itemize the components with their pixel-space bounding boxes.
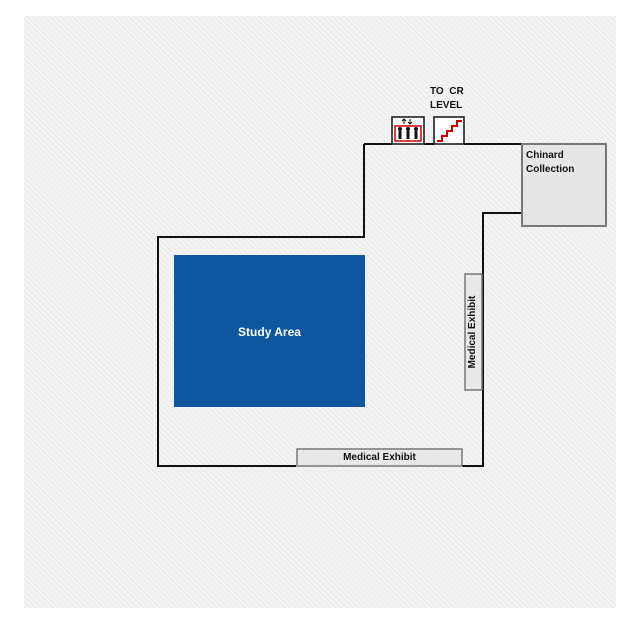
medical-exhibit-vertical-label: Medical Exhibit [467,295,478,369]
medical-exhibit-vertical[interactable] [464,273,483,391]
chinard-label-line1: Chinard [526,150,564,161]
stairs-label-line1: TO CR [430,86,464,97]
medical-exhibit-horizontal[interactable] [296,448,463,467]
stairs-label-line2: LEVEL [430,100,463,111]
stairs-destination-label: TO CR LEVEL [430,85,464,113]
stairs-icon[interactable] [433,116,465,145]
chinard-collection-room[interactable] [521,143,607,227]
study-area-room[interactable] [174,255,365,407]
chinard-collection-label: Chinard Collection [526,149,574,177]
building-outline [157,143,522,467]
elevator-icon[interactable] [391,116,425,145]
medical-exhibit-horizontal-label: Medical Exhibit [343,452,416,463]
chinard-label-line2: Collection [526,164,575,175]
study-area-label: Study Area [238,325,301,339]
